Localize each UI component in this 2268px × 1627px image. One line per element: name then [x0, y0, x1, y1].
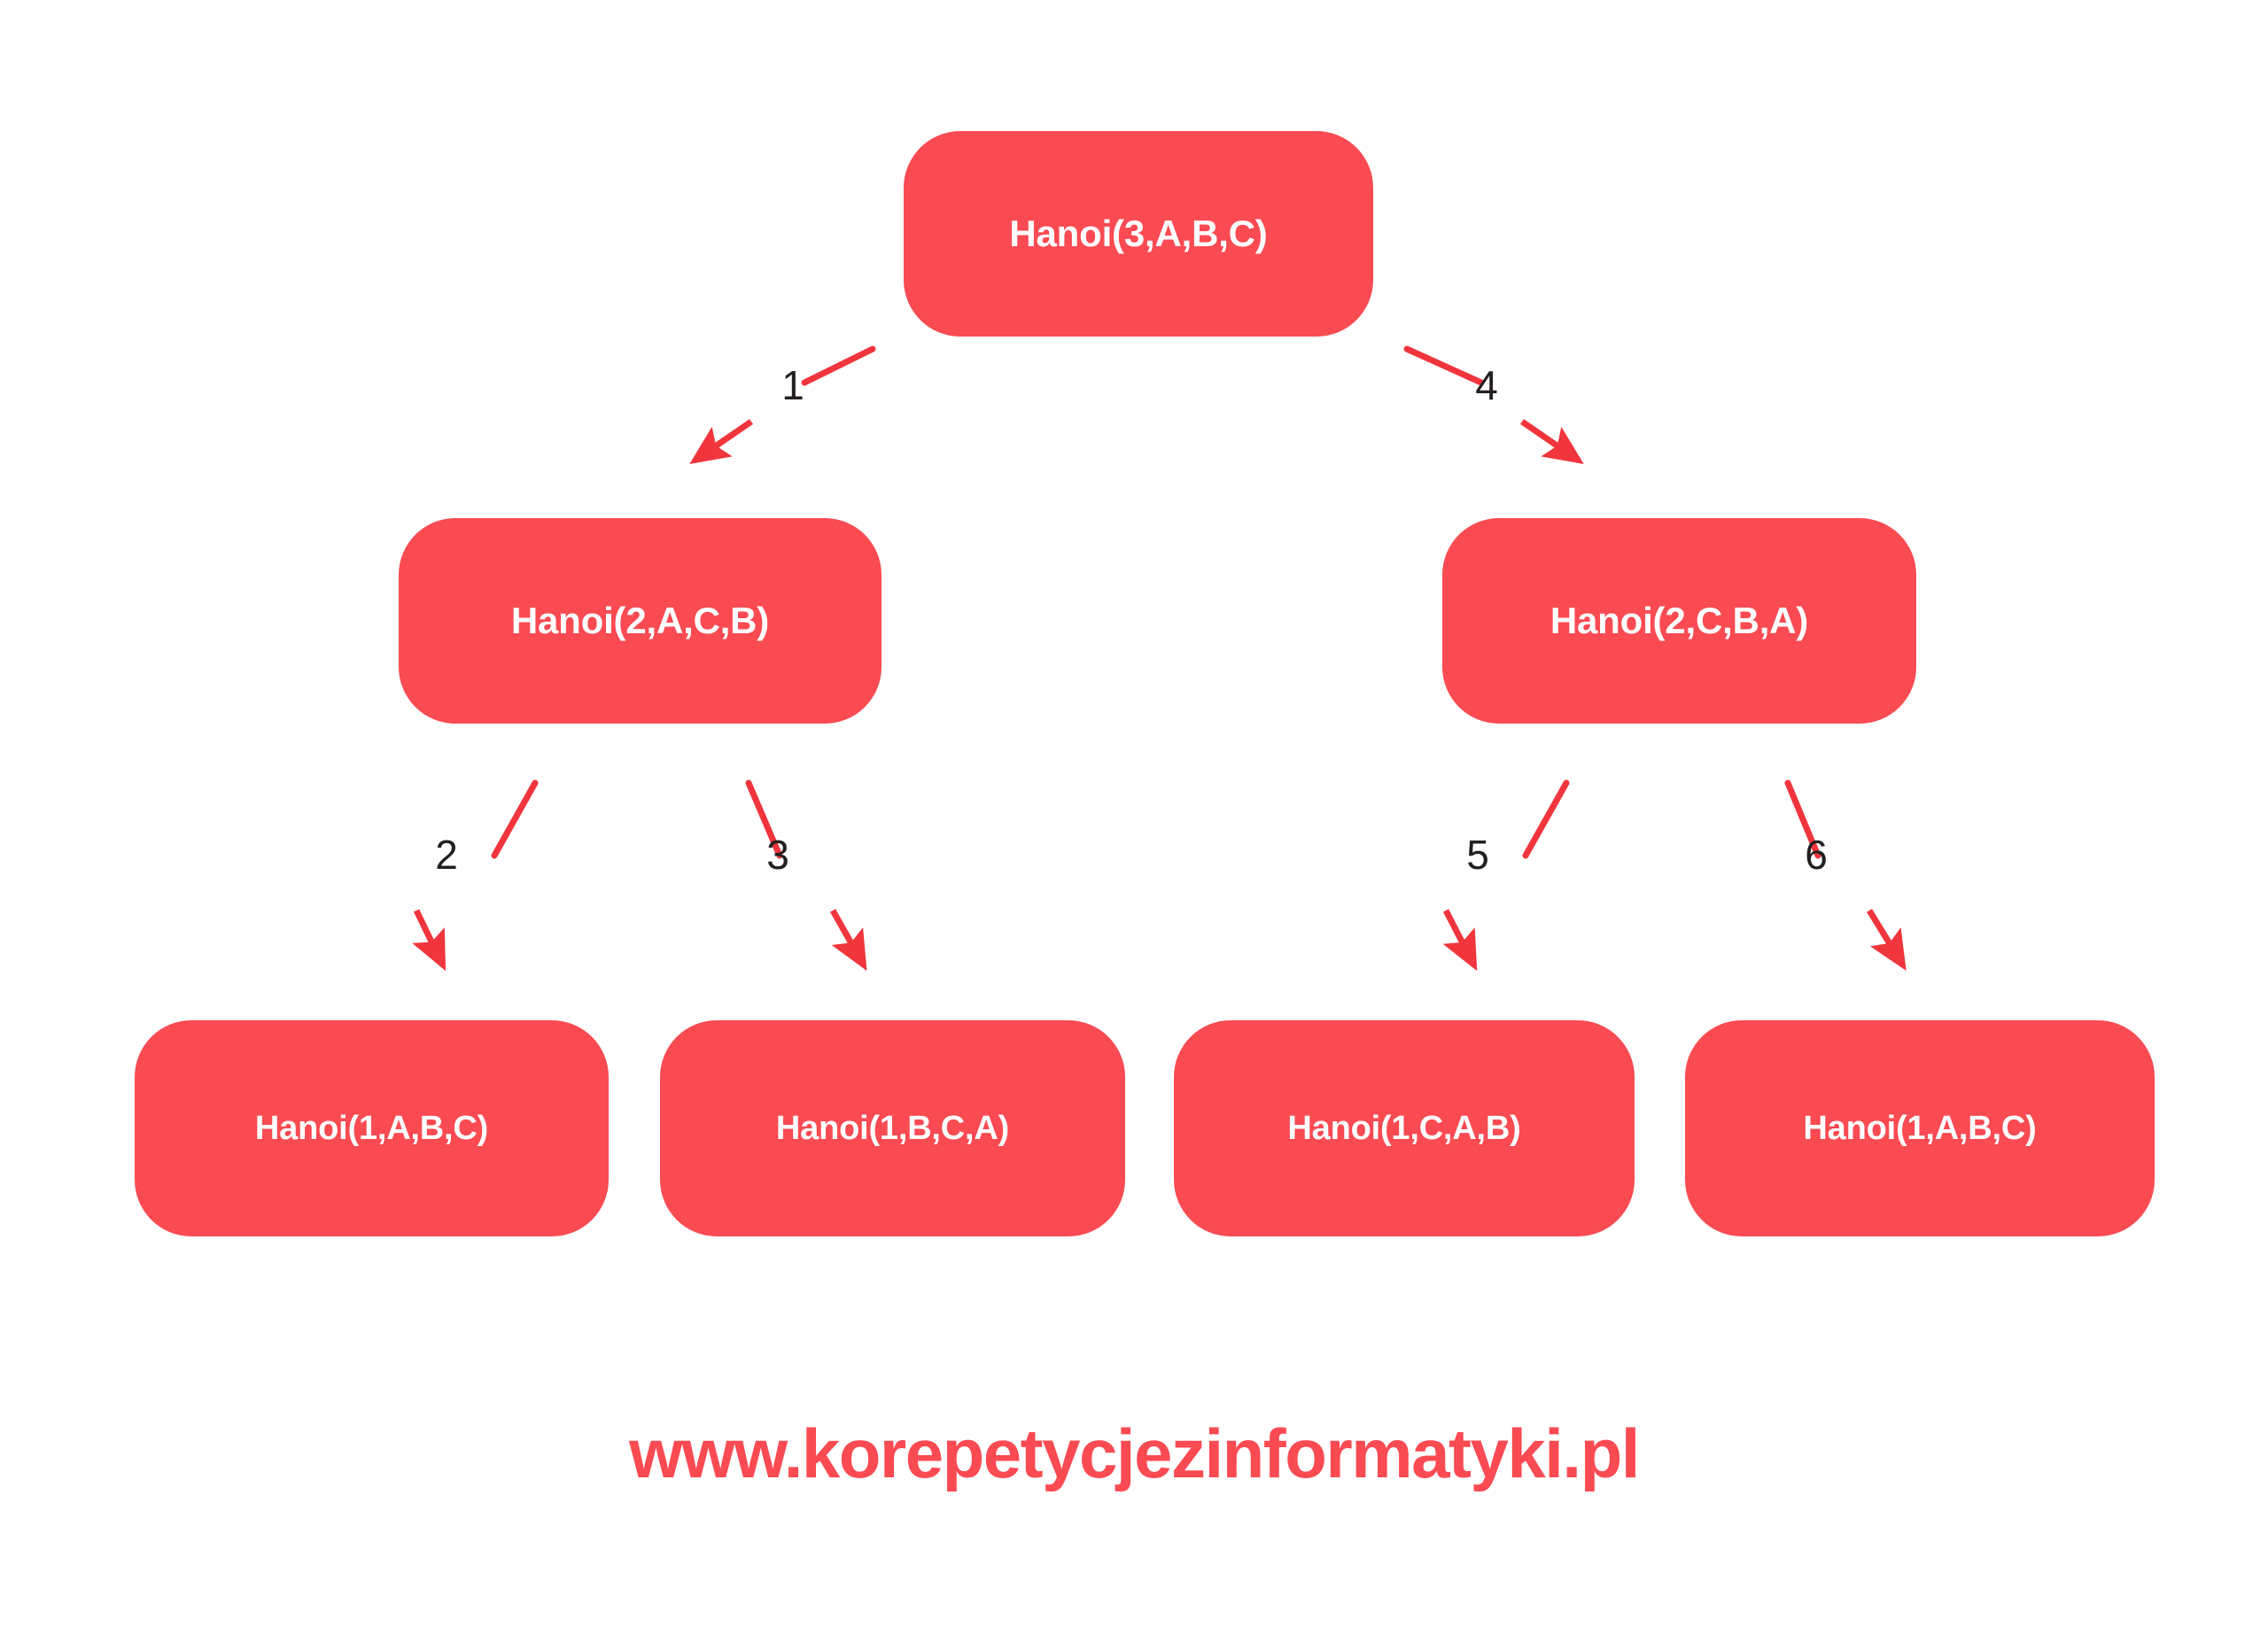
edge-segment-lower-arrow-icon	[1867, 909, 1907, 971]
tree-edge-e5	[1442, 779, 1570, 972]
tree-node-label: Hanoi(1,B,C,A)	[775, 1109, 1010, 1147]
edge-segment-upper	[801, 345, 876, 386]
watermark-url: www.korepetycjezinformatyki.pl	[629, 1414, 1640, 1492]
edge-segment-upper	[1522, 779, 1570, 859]
tree-node-n6[interactable]: Hanoi(1,A,B,C)	[1685, 1020, 2155, 1236]
tree-node-label: Hanoi(2,C,B,A)	[1550, 600, 1809, 641]
tree-node-n0[interactable]: Hanoi(3,A,B,C)	[904, 131, 1373, 337]
tree-node-n4[interactable]: Hanoi(1,B,C,A)	[660, 1020, 1125, 1236]
tree-node-n5[interactable]: Hanoi(1,C,A,B)	[1174, 1020, 1635, 1236]
tree-node-n2[interactable]: Hanoi(2,C,B,A)	[1442, 518, 1916, 724]
tree-node-n1[interactable]: Hanoi(2,A,C,B)	[399, 518, 882, 724]
tree-edge-e3	[412, 779, 539, 972]
tree-node-label: Hanoi(1,A,B,C)	[254, 1109, 489, 1147]
tree-node-label: Hanoi(3,A,B,C)	[1009, 213, 1268, 254]
tree-node-label: Hanoi(1,A,B,C)	[1803, 1109, 2037, 1147]
edge-label-e5: 5	[1466, 832, 1489, 878]
edge-segment-upper	[1784, 779, 1821, 859]
edge-segment-lower-arrow-icon	[1520, 419, 1584, 464]
tree-edge-e6	[1784, 779, 1907, 971]
edge-segment-upper	[745, 779, 783, 859]
tree-edge-e2	[1403, 345, 1584, 464]
tree-edge-e4	[745, 779, 867, 972]
edge-label-e6: 6	[1805, 832, 1828, 878]
edge-segment-lower-arrow-icon	[829, 909, 867, 972]
edge-segment-lower-arrow-icon	[689, 419, 753, 464]
edge-segment-lower-arrow-icon	[1442, 909, 1478, 972]
edge-segment-upper	[1403, 345, 1485, 386]
tree-node-label: Hanoi(1,C,A,B)	[1287, 1109, 1521, 1147]
edge-label-e2: 4	[1475, 362, 1498, 408]
edge-segment-lower-arrow-icon	[412, 909, 447, 972]
tree-edge-e1	[689, 345, 876, 464]
edge-label-e3: 2	[435, 832, 458, 878]
tree-node-n3[interactable]: Hanoi(1,A,B,C)	[135, 1020, 609, 1236]
edge-label-e4: 3	[766, 832, 789, 878]
edge-segment-upper	[491, 779, 539, 859]
edge-label-e1: 1	[781, 362, 804, 408]
tree-node-label: Hanoi(2,A,C,B)	[510, 600, 770, 641]
